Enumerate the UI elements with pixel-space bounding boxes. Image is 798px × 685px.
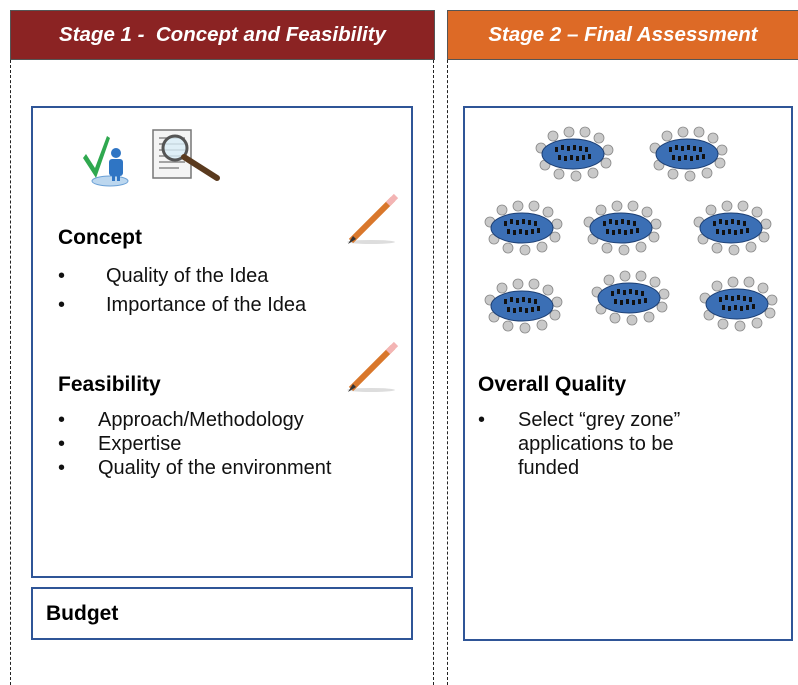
bullet-icon: • (478, 409, 486, 431)
meeting-table-icon (699, 276, 778, 332)
overall-quality-heading: Overall Quality (478, 373, 627, 396)
concept-heading: Concept (58, 226, 142, 249)
stage1-header: Stage 1 - Concept and Feasibility (10, 10, 435, 60)
stage2-criteria-box: Overall Quality • Select “grey zone” app… (463, 106, 793, 641)
bullet-icon: • (58, 265, 66, 287)
meeting-table-icon (484, 200, 563, 256)
meeting-table-icon (693, 200, 772, 256)
meeting-table-icon (649, 126, 728, 182)
bullet-icon: • (58, 409, 66, 431)
stage1-left-divider (10, 60, 11, 685)
stage2-header: Stage 2 – Final Assessment (447, 10, 798, 60)
meeting-table-icon (591, 270, 670, 326)
budget-box: Budget (31, 587, 413, 640)
meeting-tables-group (484, 126, 778, 334)
pencil-icon (347, 193, 399, 244)
bullet-icon: • (58, 457, 66, 479)
stage1-criteria-box: Concept • Quality of the Idea • Importan… (31, 106, 413, 578)
meeting-table-icon (583, 200, 662, 256)
feasibility-heading: Feasibility (58, 373, 161, 396)
budget-heading: Budget (46, 602, 119, 625)
stage1-title: Stage 1 - Concept and Feasibility (59, 23, 386, 46)
checkmark-person-icon (83, 136, 129, 187)
meeting-table-icon (484, 278, 563, 334)
list-item: • Select “grey zone” applications to be … (478, 409, 681, 479)
bullet-icon: • (58, 433, 66, 455)
stage-divider (433, 60, 434, 685)
stage2-left-divider (447, 60, 448, 685)
stage2-title: Stage 2 – Final Assessment (488, 23, 758, 46)
pencil-icon (347, 341, 399, 392)
meeting-table-icon (535, 126, 614, 182)
bullet-icon: • (58, 294, 66, 316)
magnifier-document-icon (152, 129, 220, 181)
